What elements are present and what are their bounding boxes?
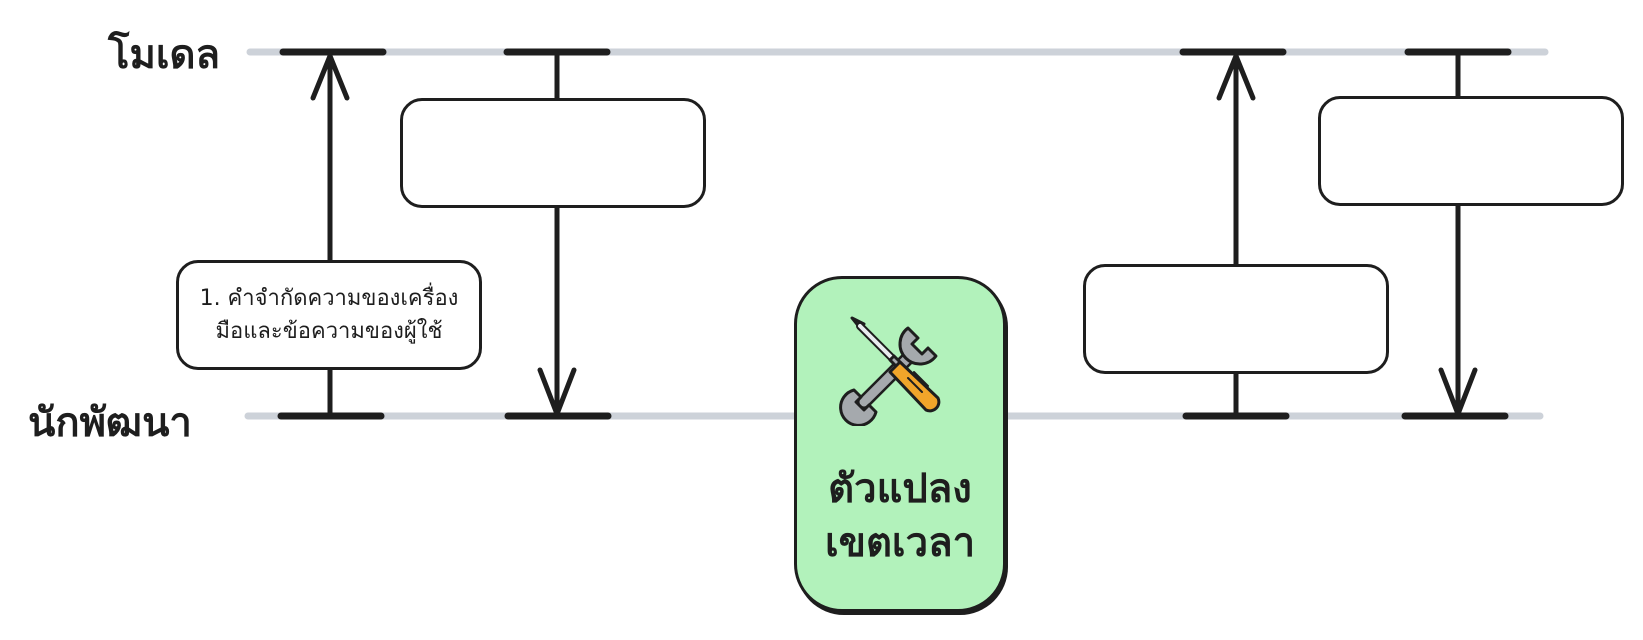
lane-label-developer: นักพัฒนา: [28, 400, 192, 446]
converter-label: ตัวแปลง เขตเวลา: [824, 466, 976, 566]
message-step1-text: 1. คำจำกัดความของเครื่อง มือและข้อความขอ…: [199, 286, 459, 344]
tools-icon: [839, 316, 941, 426]
message-box-step3: [1083, 264, 1389, 374]
message-box-step4: [1318, 96, 1624, 206]
timezone-converter-card: [794, 276, 1006, 612]
message-box-step2: [400, 98, 706, 208]
lane-label-model: โมเดล: [108, 32, 221, 78]
message-box-step1: [176, 260, 482, 370]
